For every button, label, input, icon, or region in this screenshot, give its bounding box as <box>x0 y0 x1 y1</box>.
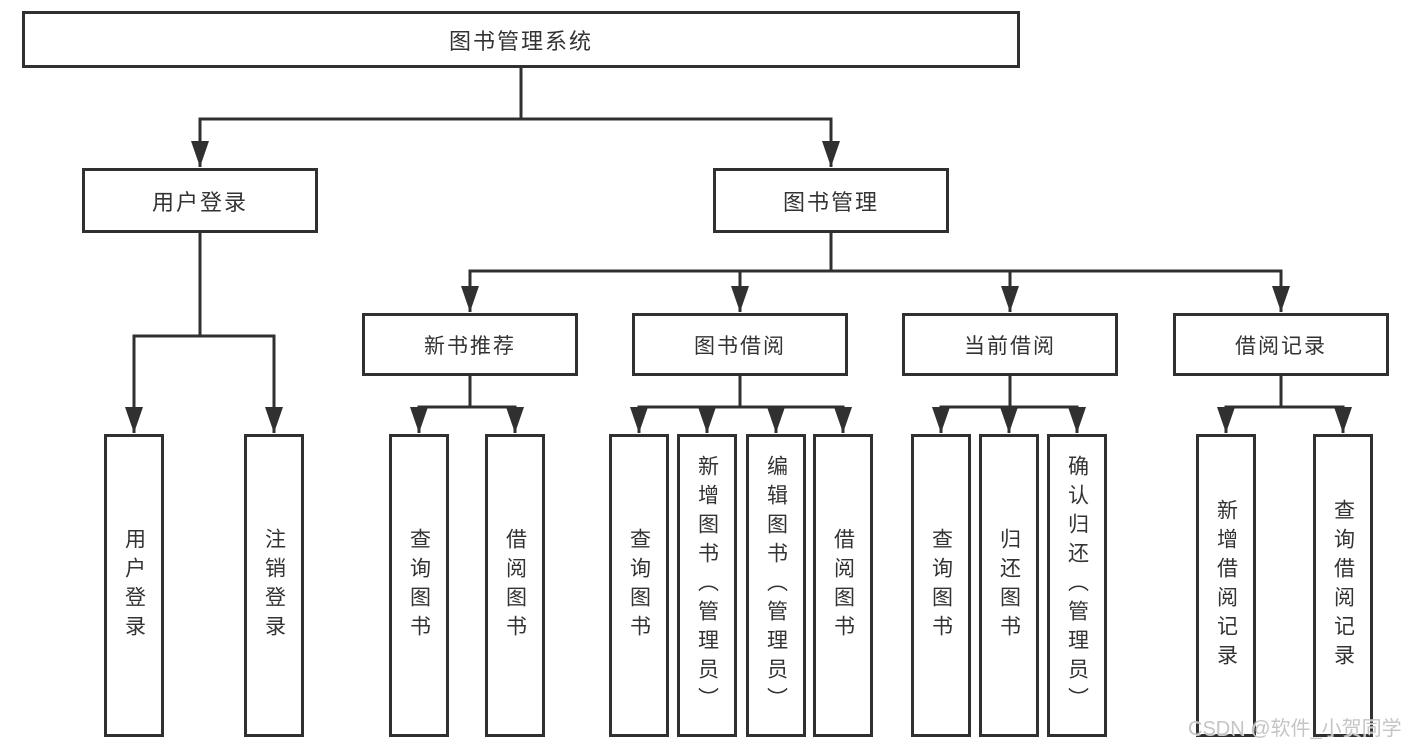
leaf-label: 注销登录 <box>262 527 286 644</box>
node-new-book-recommend: 新书推荐 <box>362 313 578 376</box>
leaf-borrow-add-admin: 新增图书（管理员） <box>677 434 737 737</box>
leaf-label: 查询借阅记录 <box>1331 498 1355 673</box>
node-user-login: 用户登录 <box>82 168 318 233</box>
leaf-newbook-query: 查询图书 <box>389 434 449 737</box>
leaf-label: 查询图书 <box>627 527 651 644</box>
leaf-current-query: 查询图书 <box>911 434 971 737</box>
csdn-watermark: CSDN @软件_小贺同学 <box>1188 718 1402 740</box>
leaf-label: 借阅图书 <box>831 527 855 644</box>
node-borrow-records: 借阅记录 <box>1173 313 1389 376</box>
leaf-borrow-edit-admin: 编辑图书（管理员） <box>746 434 806 737</box>
leaf-records-query: 查询借阅记录 <box>1313 434 1373 737</box>
leaf-current-confirm-admin: 确认归还（管理员） <box>1047 434 1107 737</box>
leaf-logout: 注销登录 <box>244 434 304 737</box>
leaf-label: 借阅图书 <box>503 527 527 644</box>
leaf-label: 编辑图书（管理员） <box>764 455 788 716</box>
leaf-label: 用户登录 <box>122 527 146 644</box>
leaf-current-return: 归还图书 <box>979 434 1039 737</box>
leaf-records-add: 新增借阅记录 <box>1196 434 1256 737</box>
leaf-label: 确认归还（管理员） <box>1065 455 1089 716</box>
leaf-newbook-borrow: 借阅图书 <box>485 434 545 737</box>
leaf-label: 查询图书 <box>929 527 953 644</box>
leaf-borrow-query: 查询图书 <box>609 434 669 737</box>
leaf-label: 新增借阅记录 <box>1214 498 1238 673</box>
leaf-label: 新增图书（管理员） <box>695 455 719 716</box>
leaf-user-login: 用户登录 <box>104 434 164 737</box>
leaf-label: 查询图书 <box>407 527 431 644</box>
leaf-borrow-book: 借阅图书 <box>813 434 873 737</box>
node-book-management: 图书管理 <box>713 168 949 233</box>
leaf-label: 归还图书 <box>997 527 1021 644</box>
node-current-borrow: 当前借阅 <box>902 313 1118 376</box>
node-library-system: 图书管理系统 <box>22 11 1020 68</box>
node-book-borrow: 图书借阅 <box>632 313 848 376</box>
